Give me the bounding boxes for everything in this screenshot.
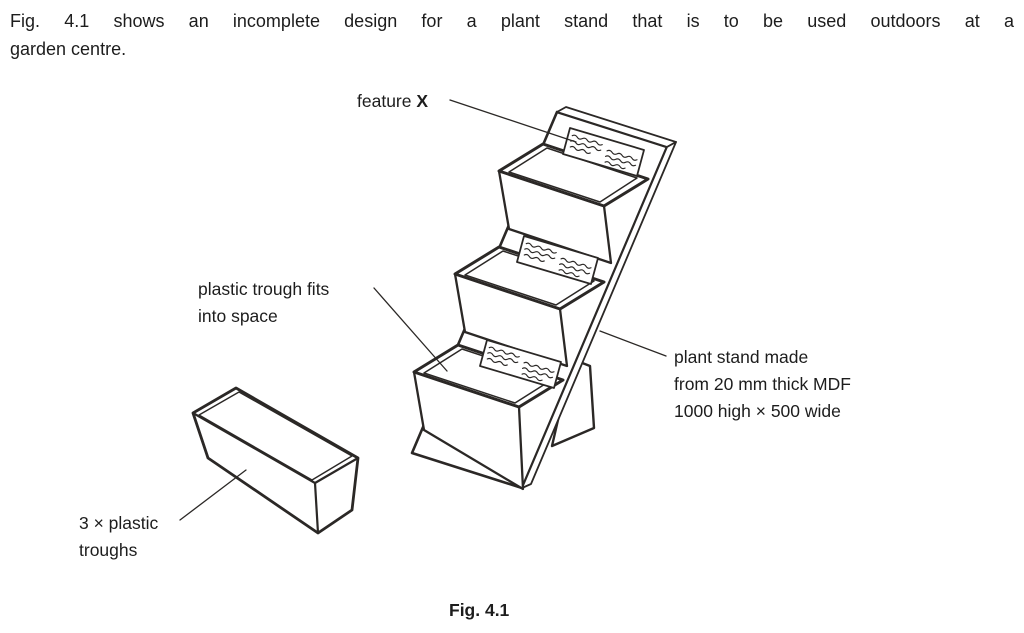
- sign-scribble-text: [560, 257, 592, 269]
- sign-scribble-text: [604, 161, 626, 170]
- tier-top: [497, 142, 650, 265]
- troughs-line-2: troughs: [79, 540, 138, 560]
- sign-scribble-text: [523, 253, 545, 262]
- troughs-leader-line: [179, 469, 247, 521]
- trough-corner-edge: [313, 481, 320, 535]
- intro-line-2: garden centre.: [10, 39, 127, 59]
- stand-material-line-3: 1000 high × 500 wide: [674, 401, 841, 421]
- sign-middle: [516, 235, 599, 285]
- trough-rim-inner: [198, 391, 353, 481]
- tier-top-rim-inner: [508, 147, 638, 203]
- sign-scribble-text: [521, 373, 543, 382]
- intro-paragraph: Fig. 4.1 shows an incomplete design for …: [10, 7, 1014, 63]
- sign-scribble-text: [606, 149, 638, 161]
- figure-caption: Fig. 4.1: [449, 600, 510, 620]
- troughs-label: 3 × plastic troughs: [79, 510, 158, 564]
- sign-bottom: [479, 339, 562, 389]
- stand-material-line-1: plant stand made: [674, 347, 809, 367]
- sign-scribble-text: [524, 248, 556, 260]
- sign-scribble-text: [558, 263, 591, 275]
- board-side-edge: [521, 141, 677, 489]
- sign-scribble-text: [604, 155, 637, 167]
- troughs-line-1: 3 × plastic: [79, 513, 159, 533]
- sign-scribble-text: [558, 269, 580, 278]
- trough-fit-label: plastic trough fits into space: [198, 276, 329, 330]
- trough-drawing: [191, 386, 360, 535]
- feature-x-leader-line: [449, 99, 577, 143]
- feature-x-label: feature X: [357, 91, 429, 111]
- sign-scribble-text: [571, 134, 603, 146]
- tier-middle: [453, 245, 606, 368]
- sign-scribble-text: [570, 140, 602, 152]
- trough-fit-line-2: into space: [198, 306, 278, 326]
- trough-fit-line-1: plastic trough fits: [198, 279, 330, 299]
- stand-material-line-2: from 20 mm thick MDF: [674, 374, 851, 394]
- feature-x-letter: X: [416, 91, 429, 111]
- sign-scribble-text: [521, 367, 554, 379]
- sign-scribble-text: [525, 242, 557, 254]
- sign-scribble-text: [487, 352, 519, 364]
- sign-scribble-text: [523, 361, 555, 373]
- sign-scribble-text: [486, 357, 508, 366]
- stand-material-leader-line: [599, 330, 667, 357]
- sign-top: [562, 127, 645, 177]
- trough-fit-leader-line: [373, 287, 448, 372]
- sign-scribble-text: [488, 346, 520, 358]
- intro-line-1: Fig. 4.1 shows an incomplete design for …: [10, 11, 1014, 31]
- sign-scribble-text: [569, 145, 591, 154]
- stand-material-label: plant stand made from 20 mm thick MDF 10…: [674, 344, 851, 425]
